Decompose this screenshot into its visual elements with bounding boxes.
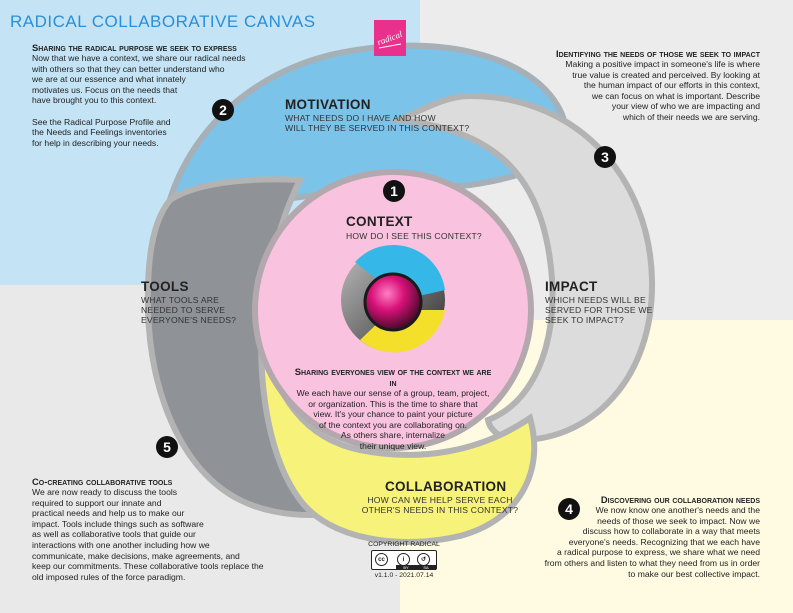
impact-heading: IMPACT: [545, 279, 598, 294]
collaboration-region: [258, 319, 538, 545]
motivation-heading: MOTIVATION: [285, 97, 371, 112]
version-label: v1.1.0 - 2021.07.14: [374, 572, 434, 579]
impact-question: WHICH NEEDS WILL BE SERVED FOR THOSE WE …: [545, 295, 653, 325]
collaboration-heading: COLLABORATION: [385, 479, 507, 494]
context-block-heading: Sharing everyones view of the context we…: [294, 366, 492, 388]
collaboration-question: HOW CAN WE HELP SERVE EACH OTHER'S NEEDS…: [361, 495, 519, 515]
collab-block-heading: Discovering our collaboration needs: [600, 494, 760, 505]
impact-block: Identifying the needs of those we seek t…: [520, 48, 760, 123]
radical-logo-icon: radical: [374, 20, 406, 56]
cc-sa-label: SA: [423, 565, 429, 570]
context-heading: CONTEXT: [346, 214, 413, 229]
canvas-title: RADICAL COLLABORATIVE CANVAS: [10, 12, 316, 31]
copyright-label: COPYRIGHT RADICAL: [368, 541, 440, 548]
collab-block: Discovering our collaboration needs We n…: [520, 494, 760, 579]
tools-question: WHAT TOOLS ARE NEEDED TO SERVE EVERYONE'…: [141, 295, 237, 325]
copyright-block: COPYRIGHT RADICAL cc i ↺ BY SA v1.1.0 - …: [368, 541, 440, 579]
cc-icon: cc: [375, 553, 388, 566]
context-block: Sharing everyones view of the context we…: [293, 366, 493, 452]
radical-logo-badge: radical: [374, 20, 406, 56]
center-ring-logo: [341, 244, 445, 353]
step-number-4: 4: [558, 498, 580, 520]
cc-license-badge: cc i ↺ BY SA: [371, 550, 437, 570]
purpose-block: Sharing the radical purpose we seek to e…: [32, 42, 277, 148]
purpose-block-body: Now that we have a context, we share our…: [32, 53, 246, 148]
tools-block-body: We are now ready to discuss the tools re…: [32, 487, 264, 582]
impact-block-heading: Identifying the needs of those we seek t…: [555, 48, 760, 59]
context-question: HOW DO I SEE THIS CONTEXT?: [346, 231, 482, 241]
tools-block-heading: Co-creating collaborative tools: [32, 476, 173, 487]
motivation-question: WHAT NEEDS DO I HAVE AND HOW WILL THEY B…: [285, 113, 470, 133]
impact-block-body: Making a positive impact in someone's li…: [565, 59, 760, 122]
step-number-3: 3: [594, 146, 616, 168]
purpose-block-heading: Sharing the radical purpose we seek to e…: [32, 42, 237, 53]
step-number-2: 2: [212, 99, 234, 121]
collab-block-body: We now know one another's needs and the …: [544, 505, 760, 579]
tools-heading: TOOLS: [141, 279, 189, 294]
step-number-5: 5: [156, 436, 178, 458]
tools-block: Co-creating collaborative tools We are n…: [32, 476, 352, 582]
cc-bar: BY SA: [396, 565, 436, 570]
step-number-1: 1: [383, 180, 405, 202]
context-block-body: We each have our sense of a group, team,…: [296, 388, 490, 451]
impact-region: [389, 92, 656, 444]
cc-by-label: BY: [403, 565, 409, 570]
